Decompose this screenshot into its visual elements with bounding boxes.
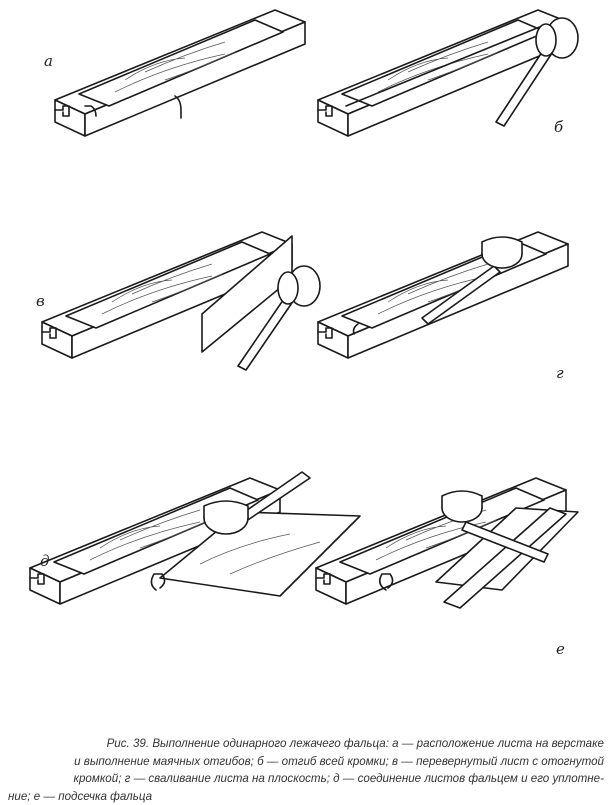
figure-caption: Рис. 39. Выполнение одинарного лежачего … bbox=[8, 735, 604, 805]
panel-e-drawing bbox=[316, 478, 578, 608]
panel-d-drawing bbox=[30, 472, 360, 604]
panel-b-drawing bbox=[318, 10, 578, 136]
caption-line-1: Рис. 39. Выполнение одинарного лежачего … bbox=[8, 735, 604, 753]
panel-label-v: в bbox=[36, 292, 45, 310]
figure-illustration: а б в г д е bbox=[0, 0, 608, 730]
caption-line-3: кромкой; г — сваливание листа на плоскос… bbox=[8, 770, 604, 788]
panel-label-e: е bbox=[556, 640, 565, 658]
panel-label-b: б bbox=[554, 118, 563, 136]
panel-a-drawing bbox=[55, 10, 305, 136]
panel-g-drawing bbox=[318, 232, 568, 358]
caption-line-2: и выполнение маячных отгибов; б — отгиб … bbox=[8, 753, 604, 771]
panel-v-drawing bbox=[42, 232, 320, 370]
panel-label-d: д bbox=[40, 552, 50, 570]
panel-label-g: г bbox=[556, 364, 564, 382]
caption-line-4: ние; е — подсечка фальца bbox=[8, 788, 604, 805]
panel-label-a: а bbox=[44, 52, 53, 70]
